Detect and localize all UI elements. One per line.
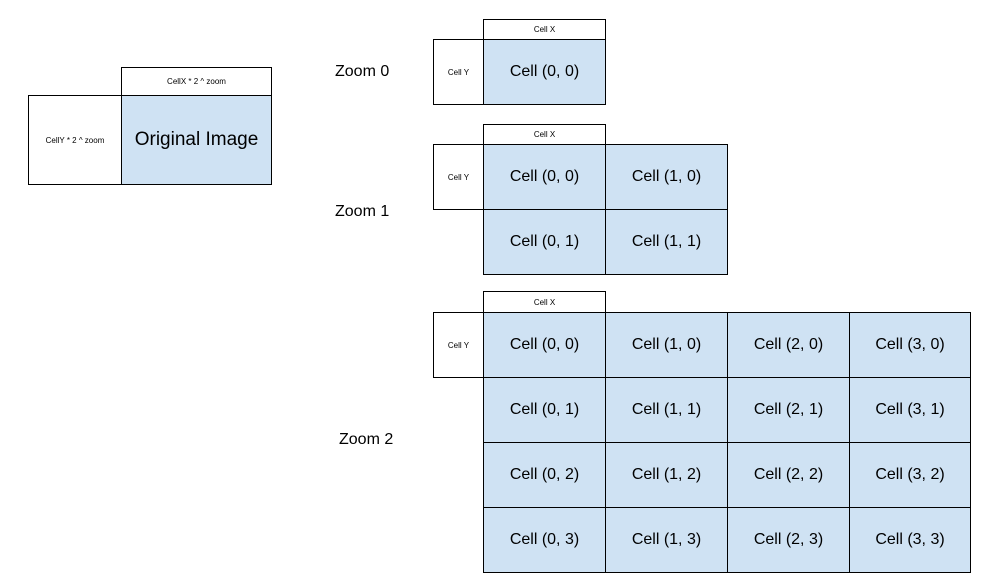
zoom-0-cell: Cell (0, 0) (483, 39, 606, 105)
original-image-box: Original Image (121, 95, 272, 185)
original-celly-label: CellY * 2 ^ zoom (45, 135, 105, 145)
original-cellx-label: CellX * 2 ^ zoom (167, 77, 226, 86)
zoom-1-cellx-label: Cell X (533, 130, 556, 139)
zoom-2-cell: Cell (3, 2) (849, 442, 971, 508)
zoom-1-cell: Cell (0, 0) (483, 144, 606, 210)
zoom-2-cell: Cell (2, 1) (727, 377, 850, 443)
zoom-2-cellx-header: Cell X (483, 291, 606, 313)
zoom-0-cellx-header: Cell X (483, 19, 606, 40)
zoom-1-celly-header: Cell Y (433, 144, 484, 210)
zoom-0-celly-label: Cell Y (447, 67, 470, 77)
zoom-2-cell: Cell (1, 2) (605, 442, 728, 508)
original-image-label: Original Image (134, 129, 259, 150)
zoom-0-label: Zoom 0 (335, 63, 390, 80)
zoom-0-celly-header: Cell Y (433, 39, 484, 105)
zoom-1-cellx-header: Cell X (483, 124, 606, 145)
zoom-2-cell: Cell (3, 0) (849, 312, 971, 378)
zoom-2-cell: Cell (0, 1) (483, 377, 606, 443)
zoom-2-celly-label: Cell Y (447, 340, 470, 350)
zoom-1-cell: Cell (0, 1) (483, 209, 606, 275)
zoom-1-cell: Cell (1, 0) (605, 144, 728, 210)
zoom-1-celly-label: Cell Y (447, 172, 470, 182)
original-cellx-header: CellX * 2 ^ zoom (121, 67, 272, 96)
zoom-2-celly-header: Cell Y (433, 312, 484, 378)
zoom-2-cell: Cell (1, 0) (605, 312, 728, 378)
zoom-2-cell: Cell (2, 2) (727, 442, 850, 508)
original-celly-header: CellY * 2 ^ zoom (28, 95, 122, 185)
zoom-2-cell: Cell (0, 0) (483, 312, 606, 378)
zoom-2-cell: Cell (3, 1) (849, 377, 971, 443)
zoom-2-cellx-label: Cell X (533, 297, 556, 307)
zoom-2-cell: Cell (1, 1) (605, 377, 728, 443)
zoom-1-cell: Cell (1, 1) (605, 209, 728, 275)
zoom-2-label: Zoom 2 (339, 431, 394, 448)
zoom-2-cell: Cell (1, 3) (605, 507, 728, 573)
zoom-1-label: Zoom 1 (335, 203, 390, 220)
zoom-2-cell: Cell (2, 0) (727, 312, 850, 378)
zoom-2-cell: Cell (2, 3) (727, 507, 850, 573)
zoom-0-cellx-label: Cell X (533, 25, 556, 34)
zoom-2-cell: Cell (0, 3) (483, 507, 606, 573)
zoom-2-cell: Cell (3, 3) (849, 507, 971, 573)
zoom-2-cell: Cell (0, 2) (483, 442, 606, 508)
